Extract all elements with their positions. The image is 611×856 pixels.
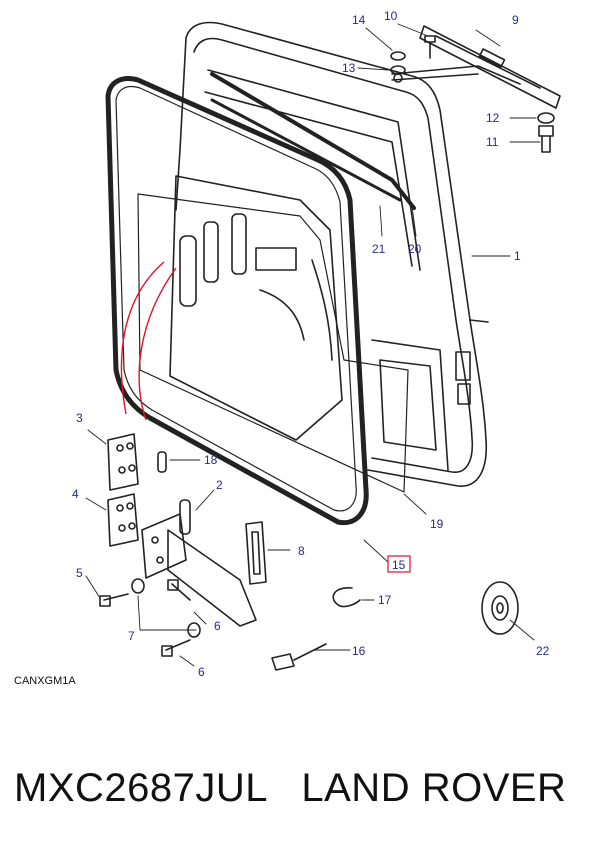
callout-10: 10 — [384, 9, 398, 23]
leader-lines — [85, 23, 541, 667]
callout-9: 9 — [512, 13, 519, 27]
hinge — [141, 499, 257, 627]
callout-20: 20 — [408, 242, 422, 256]
callout-4: 4 — [72, 487, 79, 501]
footer-caption: MXC2687JUL LAND ROVER — [14, 768, 566, 808]
callout-19: 19 — [430, 517, 444, 531]
fasteners-lower — [99, 578, 201, 657]
door-seal — [105, 76, 369, 526]
callout-7: 7 — [128, 629, 135, 643]
check-strap — [245, 521, 267, 585]
door-glass — [137, 193, 409, 493]
brand-name: LAND ROVER — [301, 766, 567, 810]
callouts: 1 2 3 4 5 6 6 7 8 9 10 11 12 13 14 15 16… — [72, 9, 550, 679]
callout-22: 22 — [536, 644, 550, 658]
callout-8: 8 — [298, 544, 305, 558]
fasteners-top — [390, 35, 555, 153]
callout-17: 17 — [378, 593, 392, 607]
callout-14: 14 — [352, 13, 366, 27]
hinge-bracket — [391, 25, 561, 109]
callout-18: 18 — [204, 453, 218, 467]
callout-13: 13 — [342, 61, 356, 75]
callout-2: 2 — [216, 478, 223, 492]
part-number: MXC2687JUL — [14, 766, 267, 810]
hinge-plates — [107, 433, 139, 547]
callout-16: 16 — [352, 644, 366, 658]
roller — [481, 581, 519, 635]
pin — [157, 451, 167, 473]
callout-5: 5 — [76, 566, 83, 580]
inner-trim-panel — [169, 175, 343, 441]
callout-6a: 6 — [214, 619, 221, 633]
callout-15: 15 — [392, 558, 406, 572]
rivet — [271, 643, 327, 671]
callout-11: 11 — [486, 135, 499, 149]
callout-12: 12 — [486, 111, 500, 125]
highlight-marker — [120, 261, 177, 421]
door-shell — [175, 21, 489, 487]
callout-3: 3 — [76, 411, 83, 425]
parts-diagram: 1 2 3 4 5 6 6 7 8 9 10 11 12 13 14 15 16… — [14, 9, 561, 687]
clip — [332, 587, 361, 608]
callout-1: 1 — [514, 249, 521, 263]
highlight-box-15 — [387, 555, 411, 573]
callout-6b: 6 — [198, 665, 205, 679]
callout-21: 21 — [372, 242, 386, 256]
footer-band — [0, 715, 611, 856]
diagram-code: CANXGM1A — [14, 675, 76, 687]
parts-diagram-svg: 1 2 3 4 5 6 6 7 8 9 10 11 12 13 14 15 16… — [14, 9, 561, 687]
